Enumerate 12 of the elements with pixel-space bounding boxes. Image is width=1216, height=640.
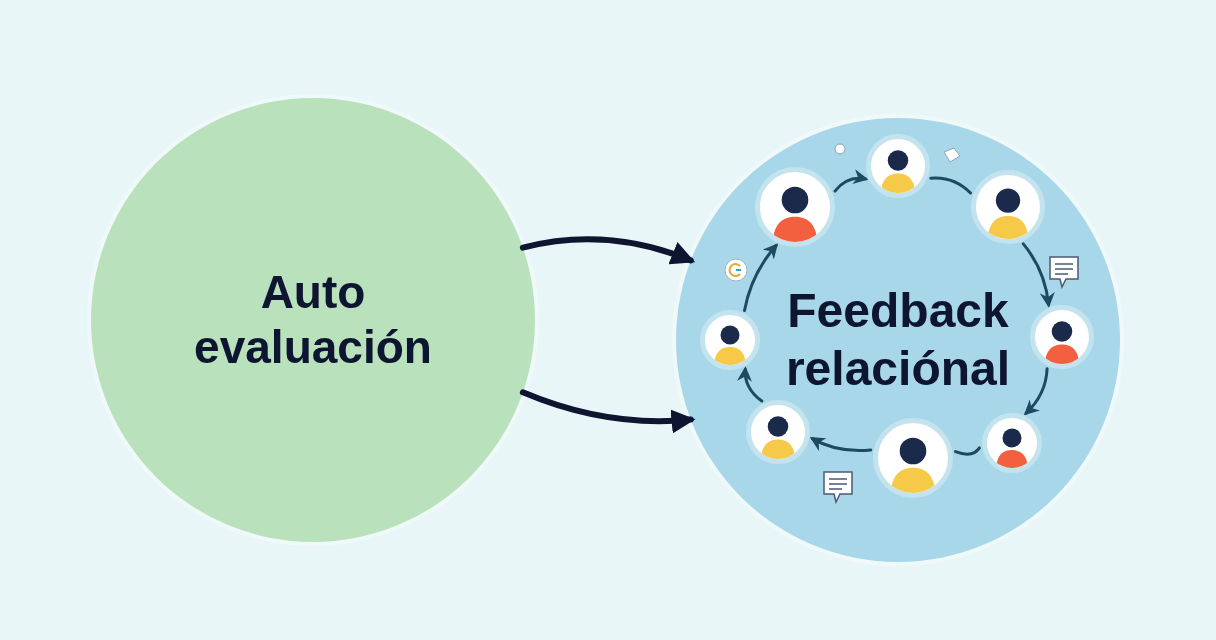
circle-title: Auto evaluación	[193, 264, 433, 375]
arrow	[809, 437, 873, 452]
connector-line	[929, 176, 972, 195]
circle-title: Feedback relaciónal	[784, 283, 1012, 397]
arrow	[519, 389, 696, 434]
arrow	[1021, 242, 1055, 308]
arrow	[737, 366, 764, 403]
arrow	[743, 243, 779, 312]
arrow	[519, 236, 696, 265]
arrow	[833, 169, 869, 193]
connector-line	[954, 446, 981, 456]
arrow	[1024, 367, 1049, 416]
